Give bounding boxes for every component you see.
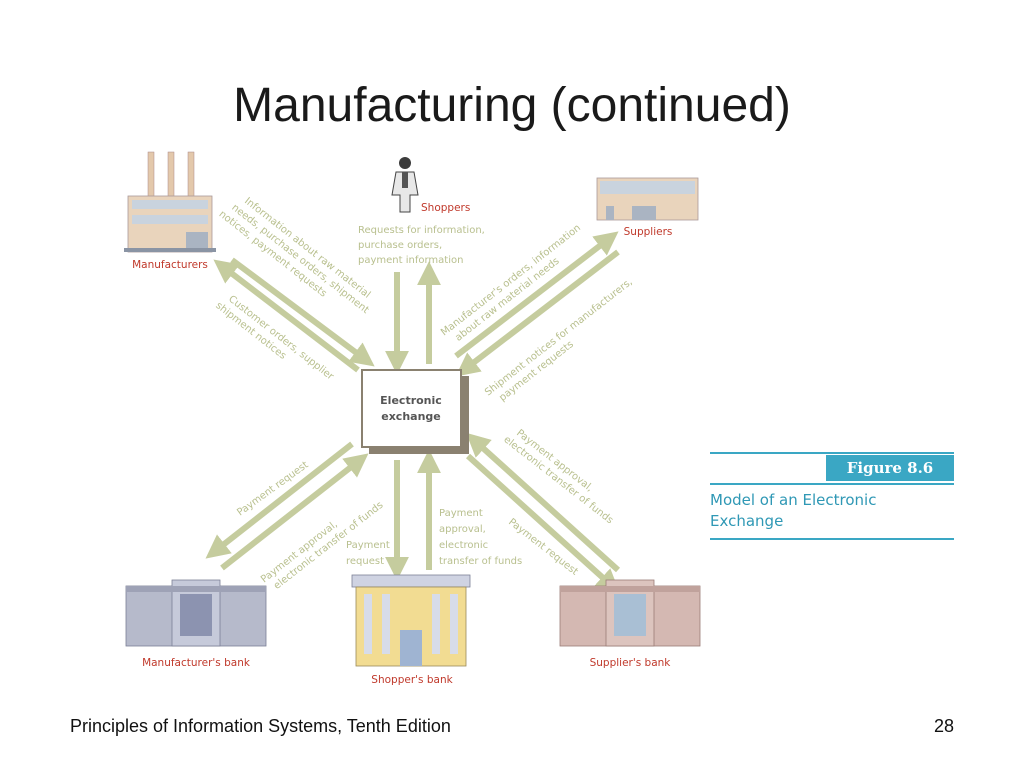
arrow-mfr-bank-to-exchange — [220, 453, 369, 571]
slide-title: Manufacturing (continued) — [233, 79, 791, 132]
figure-caption: Model of an Electronic Exchange — [710, 491, 877, 530]
figure-top-rule — [710, 452, 954, 454]
manufacturers-label: Manufacturers — [132, 259, 208, 271]
svg-text:transfer of funds: transfer of funds — [439, 556, 522, 567]
arrow-exchange-to-mfr-bank — [205, 441, 354, 559]
factory-icon — [124, 151, 216, 253]
svg-text:about raw material needs: about raw material needs — [453, 256, 561, 344]
shoppers-bank-label: Shopper's bank — [371, 674, 453, 686]
svg-text:purchase orders,: purchase orders, — [358, 240, 442, 251]
svg-text:Payment: Payment — [439, 508, 483, 519]
arrow-suppliers-to-exchange — [455, 249, 620, 377]
flow-label-supplier-bank-to-exchange: Payment approval, electronic transfer of… — [501, 428, 615, 527]
figure-caption-box: Figure 8.6 Model of an Electronic Exchan… — [710, 452, 954, 542]
svg-text:electronic: electronic — [439, 540, 488, 551]
warehouse-icon — [596, 177, 699, 221]
shoppers-label: Shoppers — [421, 202, 470, 214]
flow-label-shoppers-to-exchange: Requests for information, purchase order… — [358, 225, 485, 266]
arrow-mfr-to-exchange — [230, 257, 375, 367]
figure-bottom-rule — [710, 538, 954, 540]
suppliers-label: Suppliers — [624, 226, 673, 238]
shopper-person-icon — [391, 157, 419, 213]
svg-text:Manufacturer's orders, informa: Manufacturer's orders, information — [439, 223, 583, 339]
exchange-label-line1: Electronic — [380, 394, 442, 407]
exchange-label-line2: exchange — [381, 410, 441, 423]
electronic-exchange-node: Electronic exchange — [361, 369, 469, 454]
svg-text:Payment: Payment — [346, 540, 390, 551]
bank-building-icon — [351, 574, 471, 667]
svg-text:needs, purchase orders, shipme: needs, purchase orders, shipment — [229, 202, 370, 316]
figure-number-tag: Figure 8.6 — [826, 455, 954, 481]
page-number: 28 — [933, 716, 954, 736]
svg-text:payment information: payment information — [358, 255, 463, 266]
arrow-exchange-to-suppliers — [454, 231, 619, 359]
figure-mid-rule — [710, 483, 954, 485]
suppliers-bank-label: Supplier's bank — [590, 657, 672, 669]
svg-text:request: request — [346, 556, 384, 567]
svg-text:approval,: approval, — [439, 524, 486, 535]
svg-text:Requests for information,: Requests for information, — [358, 225, 485, 236]
footer-book-title: Principles of Information Systems, Tenth… — [70, 716, 451, 736]
flow-label-exchange-to-shopper-bank: Payment request — [346, 540, 390, 567]
arrow-exchange-to-mfr — [213, 259, 360, 373]
arrow-exchange-to-supplier-bank — [465, 453, 621, 594]
bank-building-icon — [125, 579, 267, 647]
flow-label-shopper-bank-to-exchange: Payment approval, electronic transfer of… — [439, 508, 522, 567]
manufacturers-bank-label: Manufacturer's bank — [142, 657, 251, 669]
flow-arrows — [205, 231, 621, 594]
bank-building-icon — [559, 579, 701, 647]
arrow-supplier-bank-to-exchange — [465, 432, 621, 573]
